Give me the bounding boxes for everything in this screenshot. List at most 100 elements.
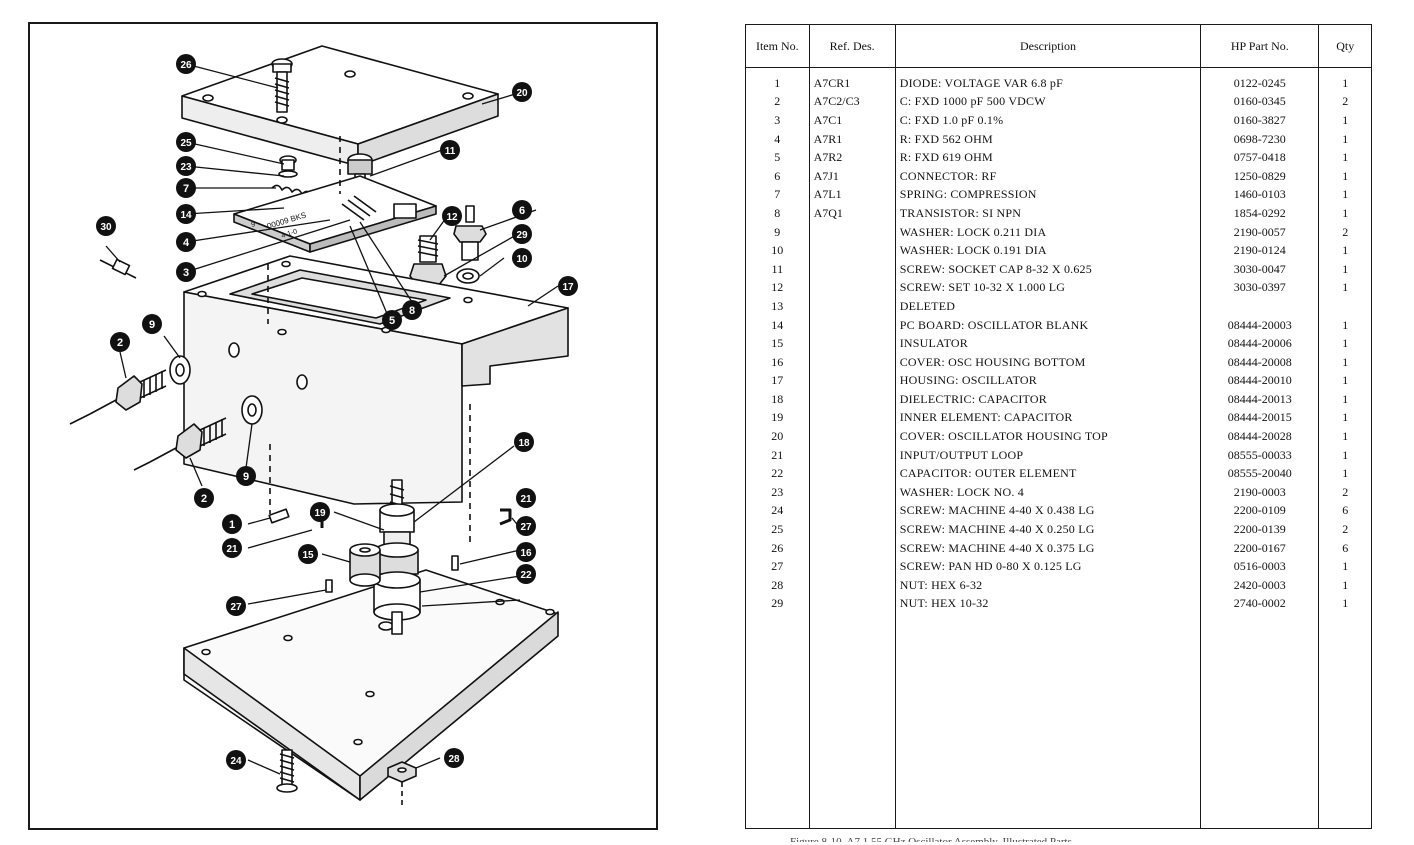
cell-ref-des: A7R2 [809, 148, 896, 167]
cell-part-no: 1250-0829 [1200, 166, 1320, 186]
cell-qty: 1 [1342, 429, 1349, 444]
cell-item-no: 13 [746, 297, 810, 316]
callout-23: 23 [176, 156, 196, 176]
svg-text:27: 27 [230, 602, 242, 613]
cell-qty: 1 [1342, 168, 1349, 183]
cell-item-no: 14 [746, 315, 810, 335]
cell-description: HOUSING: OSCILLATOR [895, 371, 1202, 391]
cell-item-no: 4 [746, 129, 810, 149]
cell-description: SCREW: MACHINE 4-40 X 0.250 LG [895, 520, 1202, 539]
callout-1: 1 [222, 514, 242, 534]
callout-17: 17 [558, 276, 578, 296]
callout-26: 26 [176, 54, 196, 74]
cell-part-no: 2740-0002 [1200, 594, 1320, 614]
cell-qty: 1 [1342, 75, 1349, 90]
cell-part-no: 2190-0003 [1200, 483, 1320, 502]
svg-text:21: 21 [520, 494, 532, 505]
set-screw-drawing [409, 235, 447, 287]
cell-item-no: 18 [746, 390, 810, 409]
cell-qty: 1 [1342, 112, 1349, 127]
cell-description: CONNECTOR: RF [895, 166, 1202, 186]
cell-ref-des [809, 520, 896, 539]
cell-part-no: 08444-20028 [1200, 427, 1320, 446]
cell-description: SCREW: MACHINE 4-40 X 0.438 LG [895, 501, 1202, 521]
screw-26-drawing [271, 58, 293, 113]
cell-part-no: 2190-0124 [1200, 241, 1320, 260]
cell-qty: 1 [1342, 410, 1349, 425]
cell-description: INPUT/OUTPUT LOOP [895, 445, 1202, 465]
cell-part-no: 08444-20015 [1200, 408, 1320, 428]
cell-part-no: 2200-0109 [1200, 501, 1320, 521]
svg-text:1: 1 [229, 519, 235, 531]
board-marking-3: 9 [251, 221, 257, 229]
cell-part-no: 0698-7230 [1200, 129, 1320, 149]
cell-ref-des: A7Q1 [809, 204, 896, 223]
feedthrough-2b-drawing [133, 417, 227, 471]
cell-ref-des [809, 464, 896, 484]
cell-description: C: FXD 1000 pF 500 VDCW [895, 92, 1202, 112]
cell-ref-des [809, 334, 896, 353]
cell-qty: 1 [1342, 280, 1349, 295]
callout-30: 30 [96, 216, 116, 236]
svg-text:15: 15 [302, 550, 314, 561]
cell-description: WASHER: LOCK 0.191 DIA [895, 241, 1202, 260]
cell-part-no: 0516-0003 [1200, 557, 1320, 577]
screw-24-drawing [276, 749, 298, 793]
svg-text:18: 18 [518, 438, 530, 449]
cell-qty: 1 [1342, 466, 1349, 481]
cell-ref-des [809, 297, 896, 316]
cell-ref-des: A7CR1 [809, 67, 896, 93]
cell-description: SCREW: SOCKET CAP 8-32 X 0.625 [895, 259, 1202, 279]
cell-item-no: 25 [746, 520, 810, 539]
svg-text:22: 22 [520, 570, 532, 581]
cell-qty: 1 [1342, 336, 1349, 351]
callout-9b: 9 [236, 466, 256, 486]
svg-text:21: 21 [226, 544, 238, 555]
cell-part-no: 2200-0167 [1200, 538, 1320, 558]
svg-text:2: 2 [201, 493, 207, 505]
cell-qty: 1 [1342, 243, 1349, 258]
cell-item-no: 9 [746, 222, 810, 242]
cell-ref-des [809, 501, 896, 521]
cell-description: PC BOARD: OSCILLATOR BLANK [895, 315, 1202, 335]
cell-item-no: 20 [746, 427, 810, 446]
cell-description: TRANSISTOR: SI NPN [895, 204, 1202, 223]
cell-item-no: 2 [746, 92, 810, 112]
cell-description: NUT: HEX 10-32 [895, 594, 1202, 614]
cell-ref-des [809, 371, 896, 391]
leader-lines [105, 63, 559, 775]
callout-25: 25 [176, 132, 196, 152]
cell-item-no: 3 [746, 111, 810, 130]
cell-qty: 2 [1342, 484, 1349, 499]
callout-6: 6 [512, 200, 532, 220]
cell-ref-des: A7C1 [809, 111, 896, 130]
cell-item-no: 24 [746, 501, 810, 521]
cell-item-no: 15 [746, 334, 810, 353]
cell-part-no: 3030-0047 [1200, 259, 1320, 279]
svg-text:27: 27 [520, 522, 532, 533]
cell-description: COVER: OSCILLATOR HOUSING TOP [895, 427, 1202, 446]
header-qty: Qty [1318, 25, 1371, 68]
cell-ref-des [809, 278, 896, 298]
figure-caption: Figure 8-10. A7 1.55 GHz Oscillator Asse… [790, 836, 1072, 842]
callout-18: 18 [514, 432, 534, 452]
empty-cell [1200, 613, 1320, 828]
